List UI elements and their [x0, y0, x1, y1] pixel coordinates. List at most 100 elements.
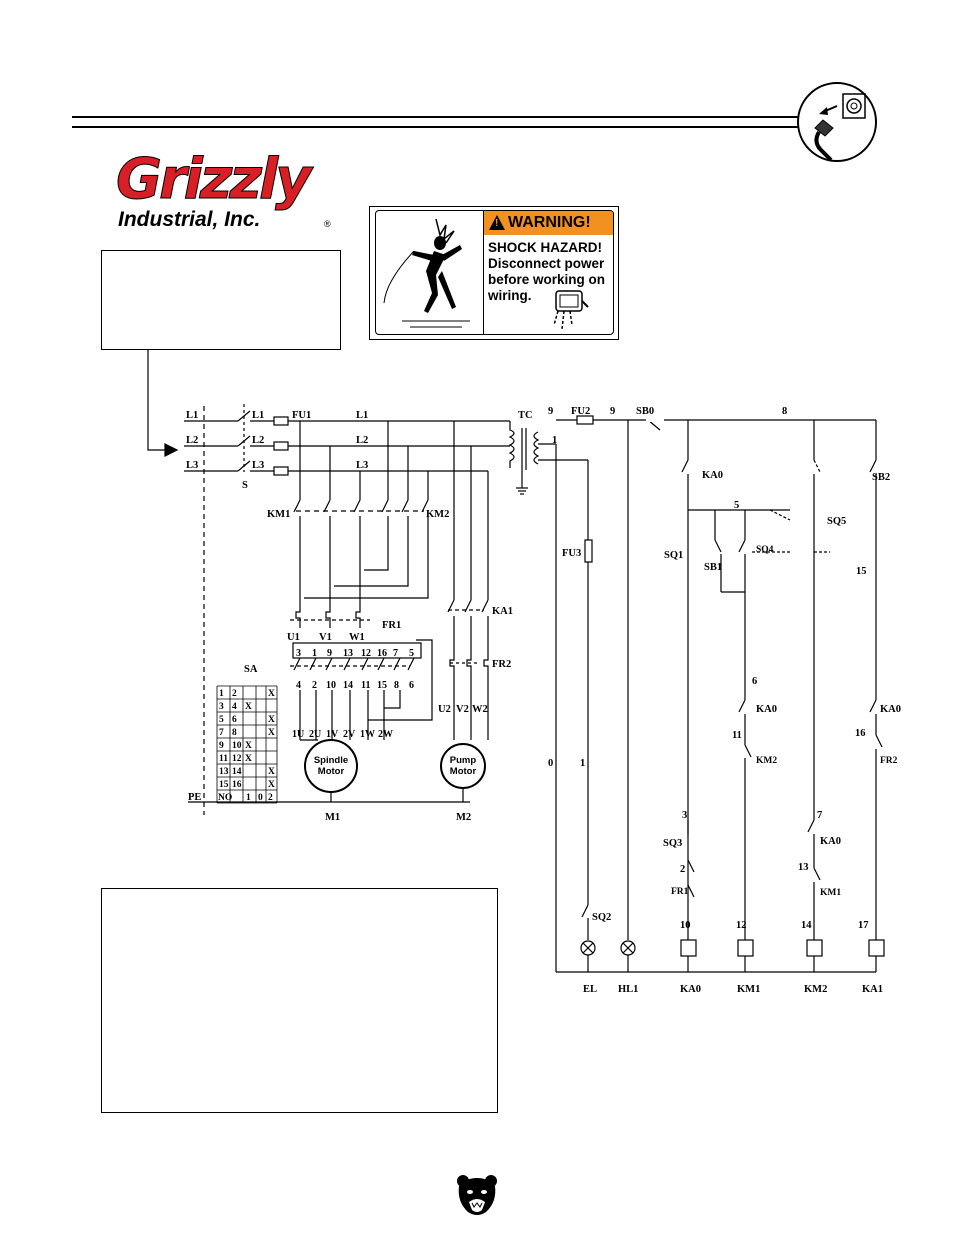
- label-l3: L3: [186, 460, 198, 471]
- sa-cell: X: [268, 780, 275, 790]
- sa-cell: X: [245, 741, 252, 751]
- wire-12: 12: [736, 920, 747, 931]
- warning-body: SHOCK HAZARD! Disconnect power before wo…: [488, 240, 612, 304]
- wire-16: 16: [855, 728, 866, 739]
- sa-bot-4: 11: [361, 680, 370, 691]
- label-fr1: FR1: [382, 620, 401, 631]
- label-bus-l3: L3: [356, 460, 368, 471]
- wire-13: 13: [798, 862, 809, 873]
- label-sq1: SQ1: [664, 550, 683, 561]
- sa-cell: 5: [219, 715, 224, 725]
- logo-subtitle: Industrial, Inc.: [118, 208, 261, 231]
- label-sa: SA: [244, 664, 258, 675]
- header-rule-bottom: [72, 126, 802, 128]
- sa-cell: 14: [232, 767, 242, 777]
- sa-bot-6: 8: [394, 680, 399, 691]
- sa-cell: 11: [219, 754, 228, 764]
- wire-8: 8: [782, 406, 787, 417]
- label-w1: W1: [349, 632, 365, 643]
- sa-bot-0: 4: [296, 680, 301, 691]
- label-bus-l1: L1: [356, 410, 368, 421]
- note-box-top: [101, 250, 341, 350]
- label-s-l3: L3: [252, 460, 264, 471]
- bear-logo-icon: [454, 1172, 500, 1218]
- wind-1u: 1U: [292, 729, 304, 740]
- plug-icon: [797, 82, 877, 162]
- label-u2: U2: [438, 704, 451, 715]
- label-sq4: SQ4: [756, 545, 774, 555]
- wire-0: 0: [548, 758, 553, 769]
- header-rule-top: [72, 116, 802, 118]
- sa-top-6: 7: [393, 648, 398, 659]
- sa-cell: 7: [219, 728, 224, 738]
- logo-brand: Grizzly: [116, 147, 313, 213]
- label-sb0: SB0: [636, 406, 654, 417]
- selector-table: [216, 685, 278, 804]
- spindle-motor-line2: Motor: [318, 766, 345, 777]
- label-m2: M2: [456, 812, 471, 823]
- load-ka1: KA1: [862, 984, 883, 995]
- wire-17: 17: [858, 920, 869, 931]
- sa-footer-cell: 2: [268, 793, 273, 803]
- wind-2u: 2U: [309, 729, 321, 740]
- sa-cell: 3: [219, 702, 224, 712]
- wind-2w: 2W: [378, 729, 393, 740]
- label-pe: PE: [188, 792, 201, 803]
- sa-cell: 6: [232, 715, 237, 725]
- spindle-motor-line1: Spindle: [314, 755, 348, 766]
- wire-14: 14: [801, 920, 812, 931]
- sa-cell: 9: [219, 741, 224, 751]
- sa-cell: X: [245, 754, 252, 764]
- label-ka0-4: KA0: [820, 836, 841, 847]
- label-w2: W2: [472, 704, 488, 715]
- wire-15: 15: [856, 566, 867, 577]
- label-bus-l2: L2: [356, 435, 368, 446]
- wire-6: 6: [752, 676, 757, 687]
- sa-cell: 1: [219, 689, 224, 699]
- wire-5: 5: [734, 500, 739, 511]
- shock-figure-icon: [376, 211, 484, 334]
- warning-message: Disconnect power before working on wirin…: [488, 256, 606, 303]
- sa-top-0: 3: [296, 648, 301, 659]
- wind-2v: 2V: [343, 729, 356, 740]
- label-km2: KM2: [426, 509, 449, 520]
- note-box-bottom: [101, 888, 498, 1113]
- label-fr2-contact: FR2: [880, 756, 898, 766]
- wire-10: 10: [680, 920, 691, 931]
- load-el: EL: [583, 984, 597, 995]
- label-sq5: SQ5: [827, 516, 846, 527]
- sa-cell: X: [268, 728, 275, 738]
- sa-cell: 2: [232, 689, 237, 699]
- sa-cell: X: [245, 702, 252, 712]
- shock-warning-label: ! WARNING! SHOCK HAZARD! Disconnect powe…: [369, 206, 619, 340]
- sa-bot-3: 14: [343, 680, 353, 691]
- sa-cell: 13: [219, 767, 229, 777]
- sa-cell: X: [268, 715, 275, 725]
- label-sb2: SB2: [872, 472, 890, 483]
- load-km1: KM1: [737, 984, 760, 995]
- registered-mark: ®: [324, 219, 331, 229]
- sa-footer-cell: NO: [218, 793, 232, 803]
- sa-top-7: 5: [409, 648, 414, 659]
- label-km2-interlock: KM2: [756, 756, 777, 766]
- wire-2: 2: [680, 864, 685, 875]
- label-fr2: FR2: [492, 659, 511, 670]
- load-km2: KM2: [804, 984, 827, 995]
- label-fu3: FU3: [562, 548, 581, 559]
- wire-7: 7: [817, 810, 822, 821]
- label-s-l2: L2: [252, 435, 264, 446]
- label-ka0-2: KA0: [756, 704, 777, 715]
- load-hl1: HL1: [618, 984, 638, 995]
- wind-1v: 1V: [326, 729, 339, 740]
- sa-cell: X: [268, 689, 275, 699]
- sa-bot-1: 2: [312, 680, 317, 691]
- wire-9b: 9: [610, 406, 615, 417]
- label-m1: M1: [325, 812, 340, 823]
- wire-11: 11: [732, 730, 742, 741]
- label-switch: S: [242, 480, 248, 491]
- warning-header: ! WARNING!: [484, 211, 613, 235]
- label-v2: V2: [456, 704, 469, 715]
- disconnect-box-icon: [553, 290, 589, 330]
- sa-cell: 15: [219, 780, 229, 790]
